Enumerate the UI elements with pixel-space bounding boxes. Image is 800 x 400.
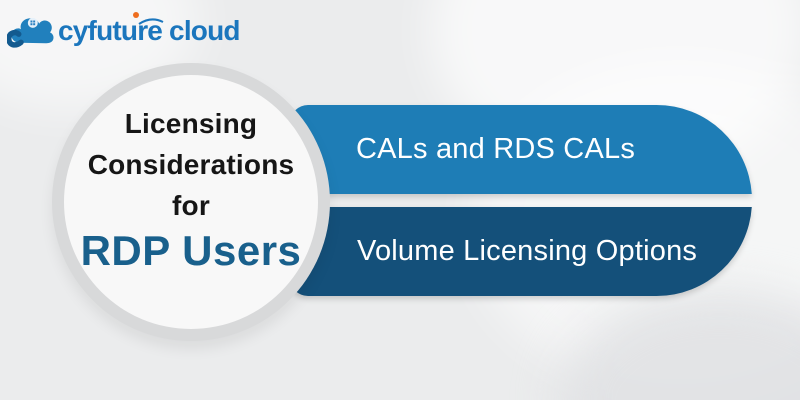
logo-swoosh-icon <box>138 18 164 25</box>
logo-accent-dot <box>133 12 139 18</box>
title-circle-ring <box>52 63 330 341</box>
cyfuture-cloud-logo: cyfuture cloud <box>7 9 241 50</box>
title-line-3: for <box>172 190 210 221</box>
title-circle <box>64 75 318 329</box>
title-line-1: Licensing <box>124 108 258 139</box>
cloud-swirl-icon <box>7 17 54 48</box>
bar-cals-shape <box>290 105 752 194</box>
bar-volume-licensing-shape <box>290 207 752 297</box>
bar-label-volume-licensing: Volume Licensing Options <box>357 235 698 267</box>
title-block: Licensing Considerations for RDP Users <box>52 103 330 276</box>
title-highlight-rdp-users: RDP Users <box>80 227 302 274</box>
title-line-2: Considerations <box>87 149 295 180</box>
bar-label-cals: CALs and RDS CALs <box>356 133 636 165</box>
